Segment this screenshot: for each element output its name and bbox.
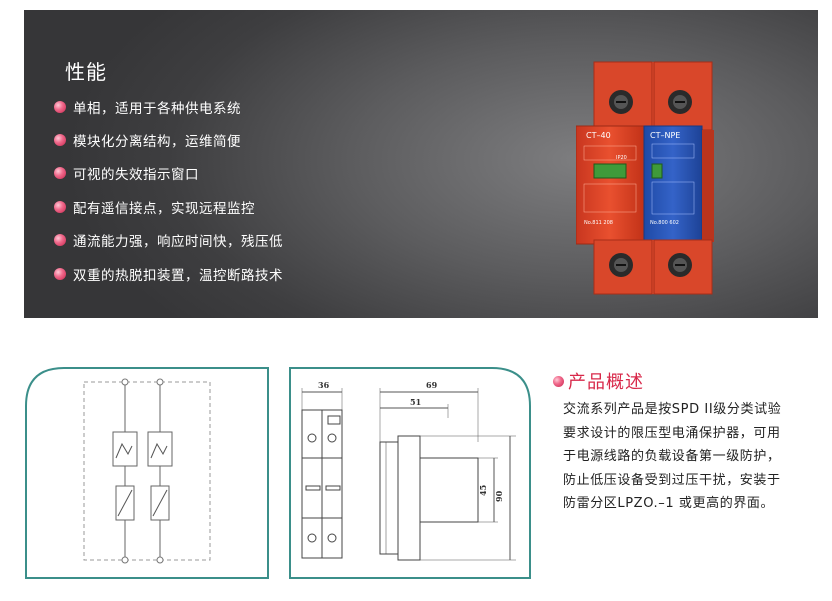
feature-item: 可视的失效指示窗口 <box>54 157 283 190</box>
left-number: No.811 208 <box>584 220 613 226</box>
feature-item: 双重的热脱扣装置，温控断路技术 <box>54 257 283 290</box>
feature-item: 单相，适用于各种供电系统 <box>54 90 283 123</box>
dim-height-inner: 45 <box>478 485 488 496</box>
dim-height-total: 90 <box>494 490 504 502</box>
dim-depth-total: 69 <box>426 380 438 390</box>
feature-text: 通流能力强，响应时间快，残压低 <box>73 234 283 251</box>
feature-text: 可视的失效指示窗口 <box>73 167 199 184</box>
overview-line: 交流系列产品是按SPD II级分类试验 <box>563 402 782 417</box>
overview-line: 于电源线路的负载设备第一级防护， <box>563 449 781 464</box>
overview-line: 要求设计的限压型电涌保护器，可用 <box>563 425 781 441</box>
performance-banner: 性能 单相，适用于各种供电系统 模块化分离结构，运维简便 可视的失效指示窗口 配… <box>24 10 818 318</box>
overview-text: 交流系列产品是按SPD II级分类试验 要求设计的限压型电涌保护器，可用 于电源… <box>563 398 825 516</box>
bullet-icon <box>54 200 66 213</box>
feature-text: 模块化分离结构，运维简便 <box>73 134 241 151</box>
right-model-label: CT–NPE <box>650 131 680 140</box>
wiring-diagram <box>25 367 269 579</box>
feature-item: 通流能力强，响应时间快，残压低 <box>54 224 283 257</box>
bullet-icon <box>54 134 66 147</box>
overview-line: 防止低压设备受到过压干扰，安装于 <box>563 472 781 488</box>
bullet-icon <box>54 234 66 247</box>
feature-text: 双重的热脱扣装置，温控断路技术 <box>73 267 283 284</box>
overview-line: 防雷分区LPZO.–1 或更高的界面。 <box>563 496 775 511</box>
product-image: CT–40 CT–NPE IP20 No.811 208 No.800 602 <box>576 61 714 295</box>
bullet-icon <box>54 100 66 113</box>
feature-text: 单相，适用于各种供电系统 <box>73 100 241 117</box>
feature-item: 配有遥信接点，实现远程监控 <box>54 190 283 223</box>
right-number: No.800 602 <box>650 220 679 226</box>
bullet-icon <box>54 167 66 180</box>
performance-title: 性能 <box>65 60 107 84</box>
ip-rating: IP20 <box>616 155 627 161</box>
bullet-icon <box>54 267 66 280</box>
feature-list: 单相，适用于各种供电系统 模块化分离结构，运维简便 可视的失效指示窗口 配有遥信… <box>54 90 283 290</box>
dim-depth-inner: 51 <box>410 397 421 407</box>
overview-header: 产品概述 <box>553 368 644 394</box>
feature-item: 模块化分离结构，运维简便 <box>54 123 283 156</box>
dim-width-front: 36 <box>318 380 330 390</box>
dimension-drawing: 36 69 51 45 90 <box>289 367 531 579</box>
overview-title: 产品概述 <box>568 372 644 393</box>
left-model-label: CT–40 <box>586 131 611 140</box>
feature-text: 配有遥信接点，实现远程监控 <box>73 200 255 217</box>
bullet-icon <box>553 375 564 387</box>
